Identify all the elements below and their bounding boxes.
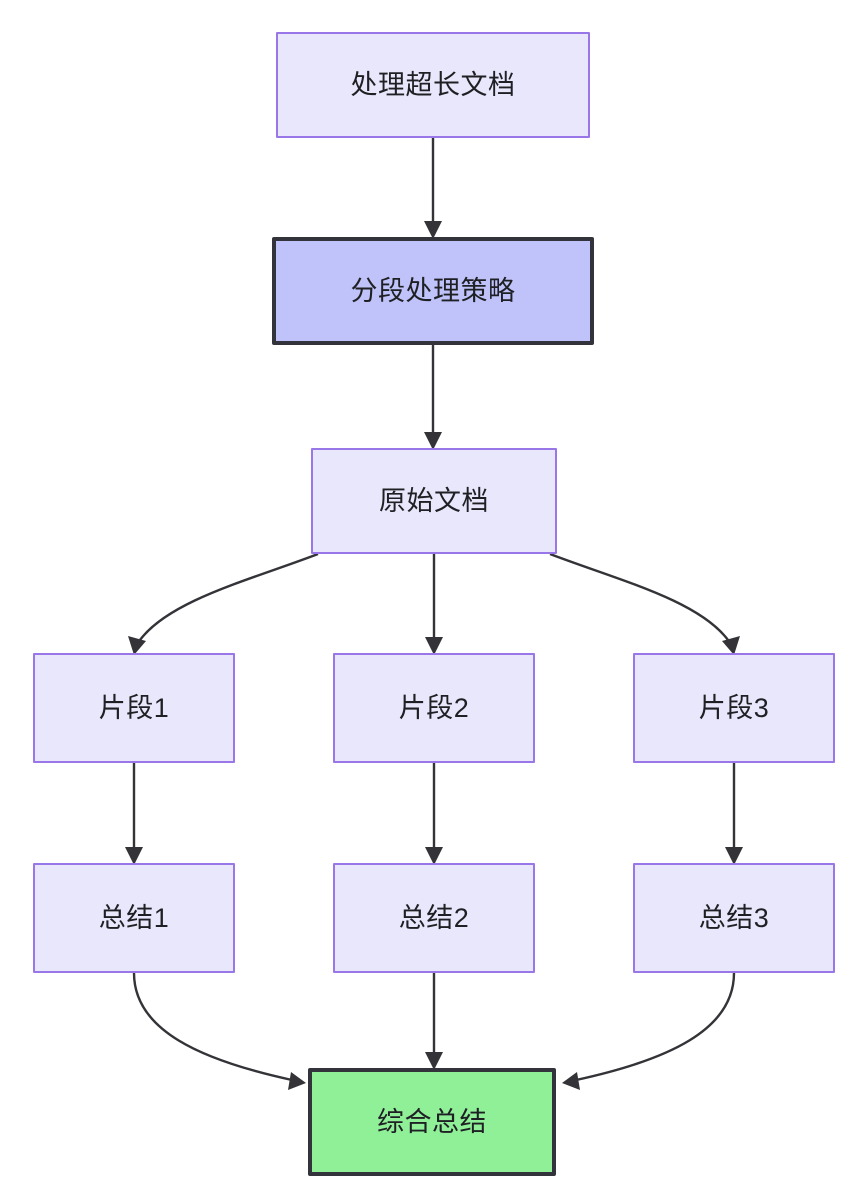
node-label: 片段2	[398, 692, 470, 723]
node-label: 综合总结	[377, 1106, 487, 1137]
edge-sum1-to-final	[132, 972, 306, 1090]
edge-chunk1-to-sum1	[125, 763, 143, 865]
node-label: 总结3	[698, 902, 770, 933]
node-source-document[interactable]: 原始文档	[311, 448, 557, 554]
node-chunk-3[interactable]: 片段3	[633, 653, 835, 763]
node-chunk-1[interactable]: 片段1	[33, 653, 235, 763]
node-chunk-2[interactable]: 片段2	[333, 653, 535, 763]
node-label: 分段处理策略	[350, 275, 516, 306]
edge-source-to-chunk1	[128, 552, 319, 655]
edge-sum2-to-final	[425, 973, 443, 1070]
node-label: 总结2	[398, 902, 470, 933]
node-process-long-document[interactable]: 处理超长文档	[276, 32, 590, 138]
node-label: 总结1	[98, 902, 170, 933]
node-summary-1[interactable]: 总结1	[33, 863, 235, 973]
edge-strategy-to-source	[424, 345, 442, 450]
edge-chunk3-to-sum3	[725, 763, 743, 865]
node-final-summary[interactable]: 综合总结	[308, 1068, 556, 1176]
edge-sum3-to-final	[562, 972, 736, 1090]
node-label: 处理超长文档	[350, 69, 516, 100]
node-label: 原始文档	[379, 485, 489, 516]
node-chunking-strategy[interactable]: 分段处理策略	[272, 237, 594, 345]
edge-doc-to-strategy	[424, 138, 442, 239]
node-summary-3[interactable]: 总结3	[633, 863, 835, 973]
node-label: 片段3	[698, 692, 770, 723]
node-summary-2[interactable]: 总结2	[333, 863, 535, 973]
node-label: 片段1	[98, 692, 170, 723]
edge-source-to-chunk2	[425, 554, 443, 655]
edge-source-to-chunk3	[549, 552, 740, 655]
edge-chunk2-to-sum2	[425, 763, 443, 865]
